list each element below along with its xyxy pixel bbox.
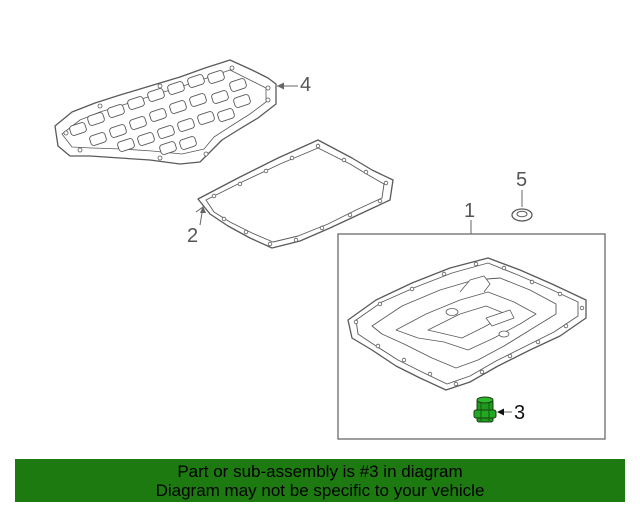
callout-part-1: 1: [464, 200, 476, 222]
banner-line-1: Part or sub-assembly is #3 in diagram: [177, 461, 463, 481]
callout-part-2: 2: [187, 225, 199, 247]
part-3-drain-plug[interactable]: [473, 396, 497, 423]
callout-part-3: 3: [514, 402, 526, 424]
callout-part-4: 4: [300, 74, 312, 96]
banner-line-2: Diagram may not be specific to your vehi…: [155, 480, 485, 500]
callout-part-5: 5: [516, 169, 528, 191]
part-5-washer[interactable]: [511, 208, 533, 222]
part-2-gasket[interactable]: [197, 139, 394, 249]
part-4-cover-plate[interactable]: [54, 59, 277, 165]
arrowheads: [200, 82, 504, 416]
parts-diagram: [54, 59, 606, 440]
info-banner: Part or sub-assembly is #3 in diagram Di…: [15, 459, 625, 502]
part-1-oil-pan[interactable]: [347, 257, 587, 391]
